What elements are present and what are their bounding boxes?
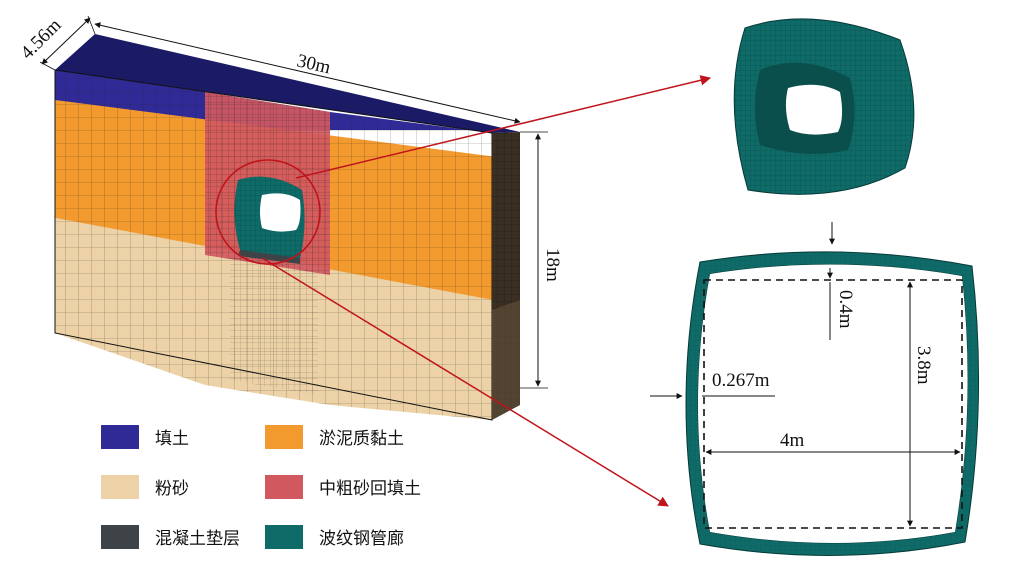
tunnel-in-block bbox=[234, 176, 305, 264]
dim-wall-label: 0.4m bbox=[835, 290, 856, 329]
dim-height: 18m bbox=[520, 131, 563, 389]
tunnel-3d-detail bbox=[733, 18, 915, 245]
soil-model-3d bbox=[54, 34, 520, 421]
dim-inner-height-label: 3.8m bbox=[913, 346, 934, 385]
dim-thickness-label: 4.56m bbox=[17, 15, 66, 64]
dim-length-label: 30m bbox=[295, 50, 333, 78]
highlight-circle bbox=[215, 159, 321, 265]
dim-height-label: 18m bbox=[542, 248, 563, 282]
tunnel-cross-section: 0.4m 3.8m 4m 0.267m bbox=[650, 251, 980, 557]
section-inner-rect bbox=[703, 279, 963, 529]
pointer-arrow-lower bbox=[261, 257, 669, 507]
pointer-arrow-upper bbox=[295, 75, 712, 179]
dim-inner-width-label: 4m bbox=[780, 430, 805, 451]
dim-cover-label: 0.267m bbox=[712, 370, 770, 391]
